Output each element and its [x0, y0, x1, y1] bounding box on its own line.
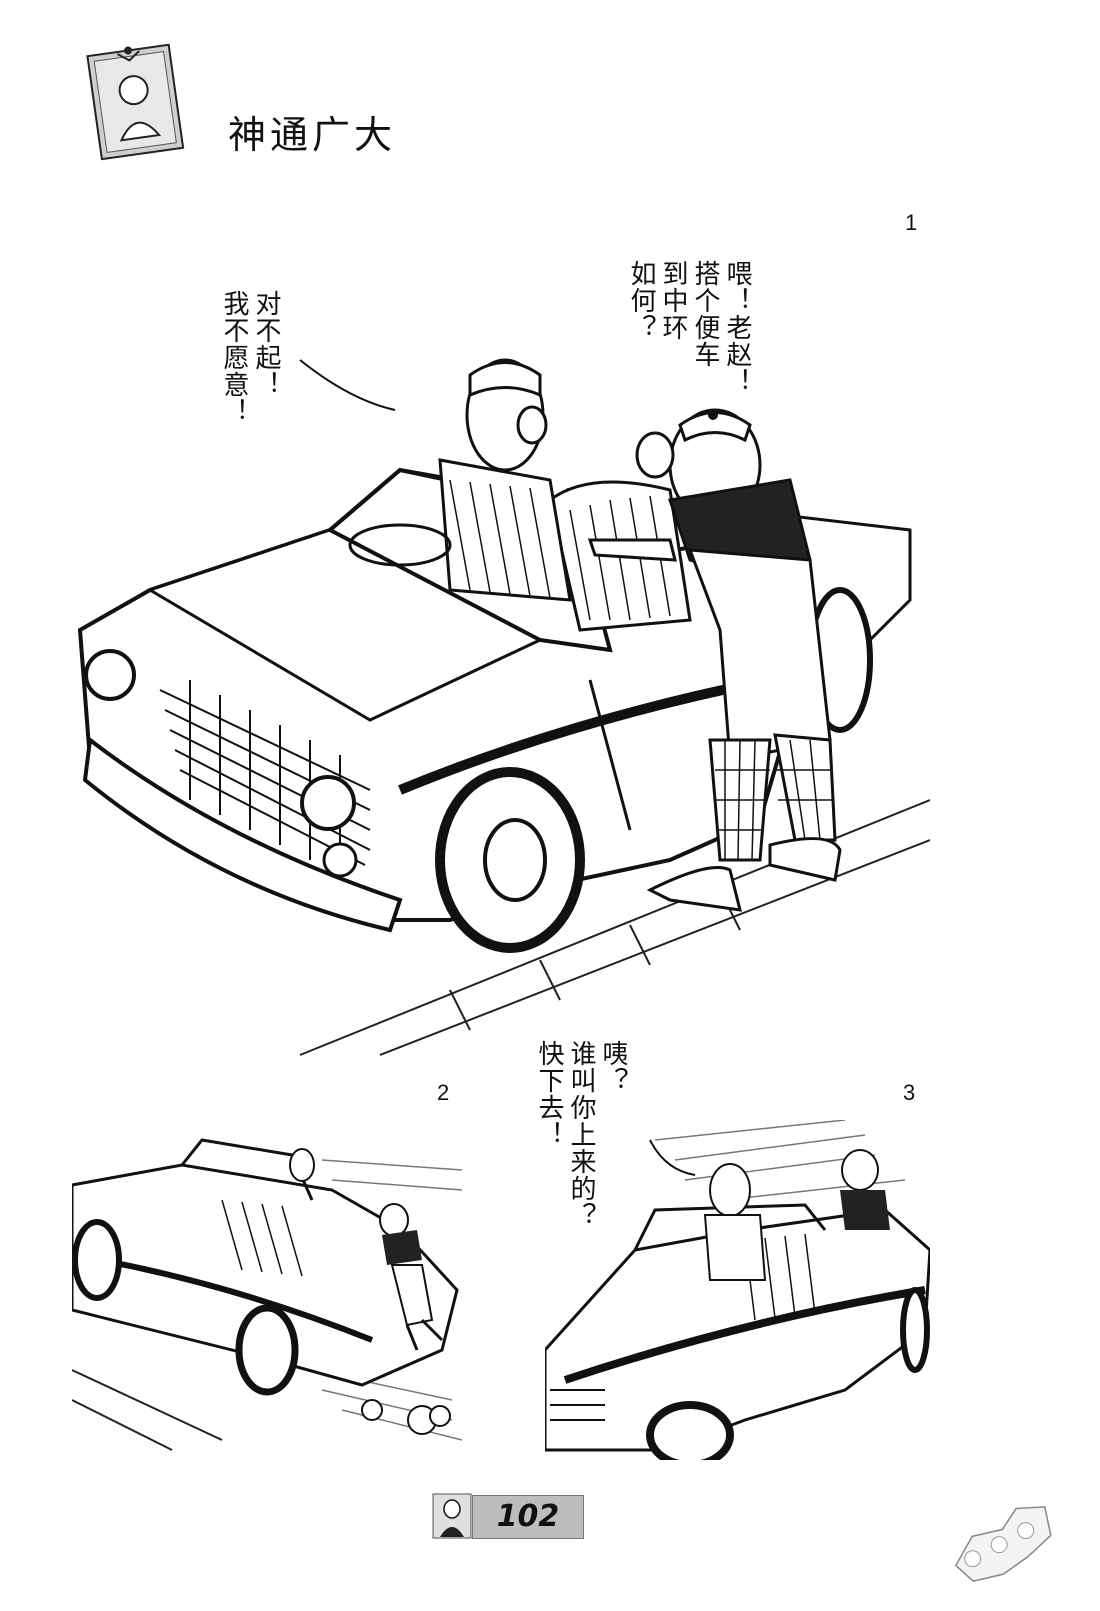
- page-title: 神通广大: [228, 113, 397, 157]
- sticky-note-portrait-icon: [86, 43, 185, 161]
- panel-1-drawing: [77, 358, 930, 1056]
- comic-panel-2: 2: [72, 1080, 462, 1460]
- character-portrait-icon: [432, 1493, 472, 1539]
- panel-3-drawing: [545, 1120, 930, 1460]
- page-number: 102: [472, 1495, 584, 1539]
- speech-bubble-passenger: 喂！老赵！ 搭个便车 到中环 如何？: [626, 260, 752, 395]
- panel-number: 2: [437, 1080, 450, 1105]
- comic-panel-1: 1 喂！老赵！ 搭个便车 到中环 如何？ 对不起！ 我不愿意！: [70, 200, 930, 1060]
- panel-2-drawing: [72, 1138, 462, 1451]
- panel-number: 3: [903, 1080, 916, 1105]
- comic-panel-3: 3 咦？ 谁叫你上来的？ 快下去！: [534, 1040, 930, 1460]
- speech-bubble-driver: 咦？ 谁叫你上来的？ 快下去！: [534, 1040, 628, 1229]
- page-footer: 102: [432, 1493, 584, 1539]
- watermark-logo: [954, 1506, 1052, 1582]
- speech-bubble-driver: 对不起！ 我不愿意！: [219, 290, 281, 425]
- panel-number: 1: [905, 210, 918, 235]
